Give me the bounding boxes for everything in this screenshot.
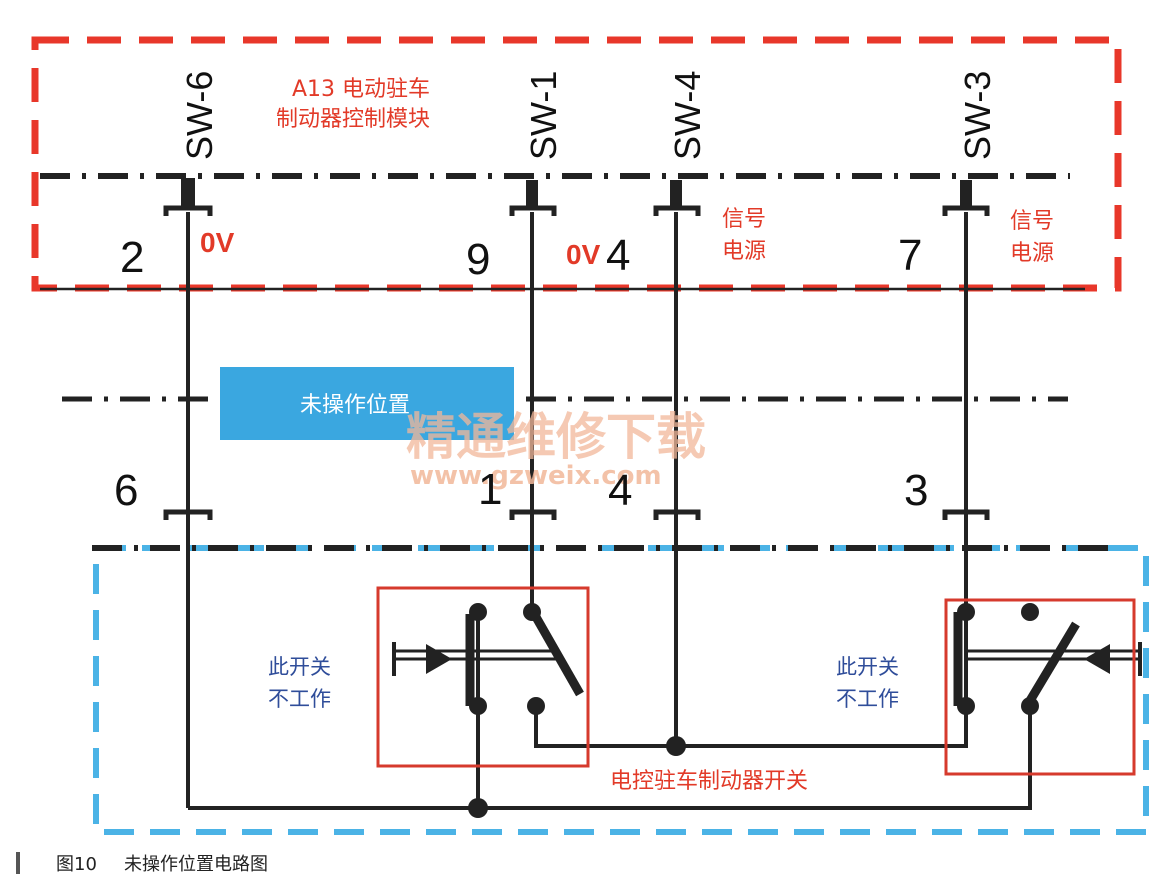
terminal-bottom-6 <box>163 509 213 520</box>
signal-power-pin4-line1: 信号 <box>722 207 766 232</box>
left-switch-symbol <box>392 603 584 715</box>
pin-bottom-4: 4 <box>608 466 632 515</box>
pin-top-2: 2 <box>120 233 144 282</box>
voltage-label-pin9: 0V <box>566 239 601 270</box>
module-title-line2: 制动器控制模块 <box>276 107 430 132</box>
right-switch-highlight <box>944 598 1136 776</box>
pin-top-4: 4 <box>606 231 630 280</box>
watermark-title: 精通维修下载 <box>406 407 706 466</box>
caption-marker <box>16 852 20 874</box>
pin-top-9: 9 <box>466 235 490 284</box>
sw-label-sw6: SW-6 <box>179 71 220 160</box>
signal-power-pin7-line2: 电源 <box>1010 241 1054 266</box>
junction-dot <box>666 736 686 756</box>
right-switch-symbol <box>953 603 1142 715</box>
sw-label-sw3: SW-3 <box>957 71 998 160</box>
position-label: 未操作位置 <box>300 393 410 418</box>
right-inactive-line1: 此开关 <box>836 655 899 679</box>
pin-bottom-6: 6 <box>114 466 138 515</box>
left-inactive-line2: 不工作 <box>268 687 331 711</box>
voltage-label-pin2: 0V <box>200 227 235 258</box>
sw-label-sw4: SW-4 <box>667 71 708 160</box>
wire-bottom-loop <box>188 708 1032 810</box>
left-switch-highlight <box>376 586 590 768</box>
caption-text: 未操作位置电路图 <box>124 854 268 875</box>
terminal-bottom-1 <box>509 509 557 520</box>
position-label-box <box>220 367 514 440</box>
terminal-bottom-3 <box>942 509 990 520</box>
terminal-bottom-4 <box>653 509 701 520</box>
module-title-line1: A13 电动驻车 <box>292 77 430 102</box>
left-inactive-line1: 此开关 <box>268 655 331 679</box>
switch-group-label: 电控驻车制动器开关 <box>610 769 808 794</box>
pin-top-7: 7 <box>898 231 922 280</box>
caption-figure: 图10 <box>56 854 97 875</box>
pin-bottom-1: 1 <box>478 465 502 514</box>
right-inactive-line2: 不工作 <box>836 687 899 711</box>
signal-power-pin7-line1: 信号 <box>1010 209 1054 234</box>
sw-label-sw1: SW-1 <box>523 71 564 160</box>
junction-dot <box>468 798 488 818</box>
pin-bottom-3: 3 <box>904 466 928 515</box>
wire-switch-common <box>534 708 968 748</box>
signal-power-pin4-line2: 电源 <box>722 239 766 264</box>
watermark-url: www.gzweix.com <box>410 461 662 491</box>
